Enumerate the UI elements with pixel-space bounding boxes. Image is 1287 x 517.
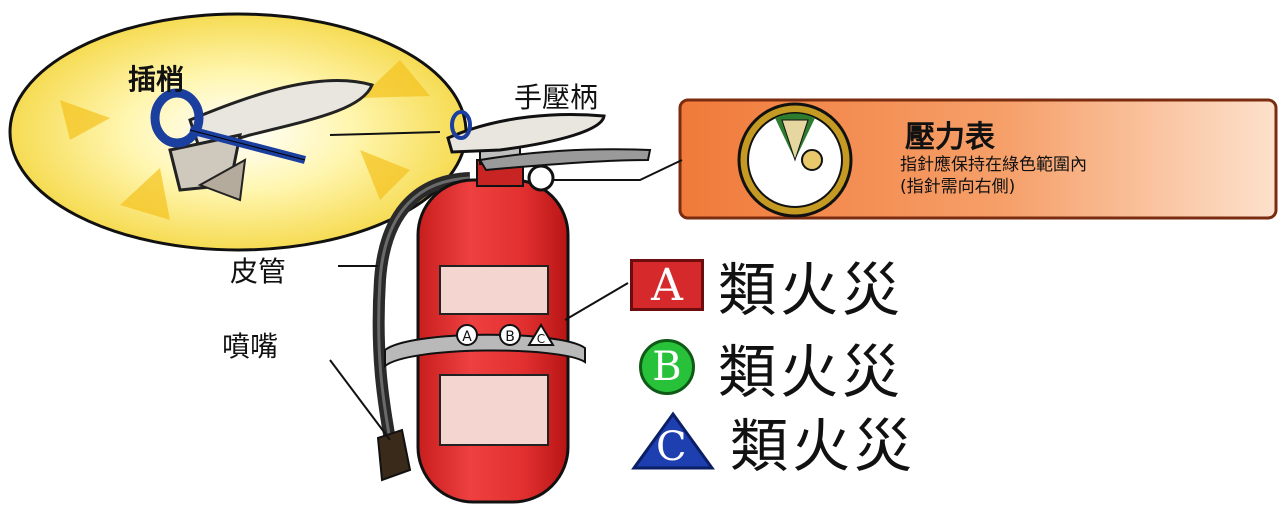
- nozzle-leader-line: [329, 359, 391, 441]
- nozzle-label: 噴嘴: [222, 330, 279, 363]
- class-leader-line: [564, 282, 629, 321]
- body-badge-b: B: [505, 329, 515, 345]
- gauge-leader-line: [552, 159, 683, 181]
- body-badge-c: C: [537, 332, 545, 346]
- handle-label: 手壓柄: [514, 81, 599, 114]
- class-b-circle-icon: B: [630, 338, 704, 396]
- fire-class-c: C 類火災: [630, 406, 916, 480]
- gauge-desc-line1: 指針應保持在綠色範圍內: [900, 155, 1087, 175]
- fire-class-b: B 類火災: [630, 332, 904, 406]
- gauge-desc-line2: (指針需向右側): [900, 177, 1016, 197]
- body-badge-a: A: [462, 329, 472, 345]
- hose-label: 皮管: [230, 255, 287, 288]
- nozzle: [376, 428, 412, 482]
- class-b-text: 類火災: [718, 338, 905, 406]
- pin-label: 插梢: [128, 63, 185, 96]
- gauge-callout: [678, 98, 1278, 220]
- class-a-square-icon: A: [630, 259, 704, 311]
- extinguisher-body: [384, 110, 652, 504]
- class-c-text: 類火災: [730, 412, 917, 480]
- fire-class-a: A 類火災: [630, 250, 904, 324]
- gauge-title: 壓力表: [905, 120, 995, 155]
- class-a-text: 類火災: [718, 256, 905, 324]
- class-c-triangle-icon: C: [630, 410, 716, 472]
- pin-zoom-callout: [8, 12, 468, 252]
- zoom-leader-line: [329, 131, 441, 136]
